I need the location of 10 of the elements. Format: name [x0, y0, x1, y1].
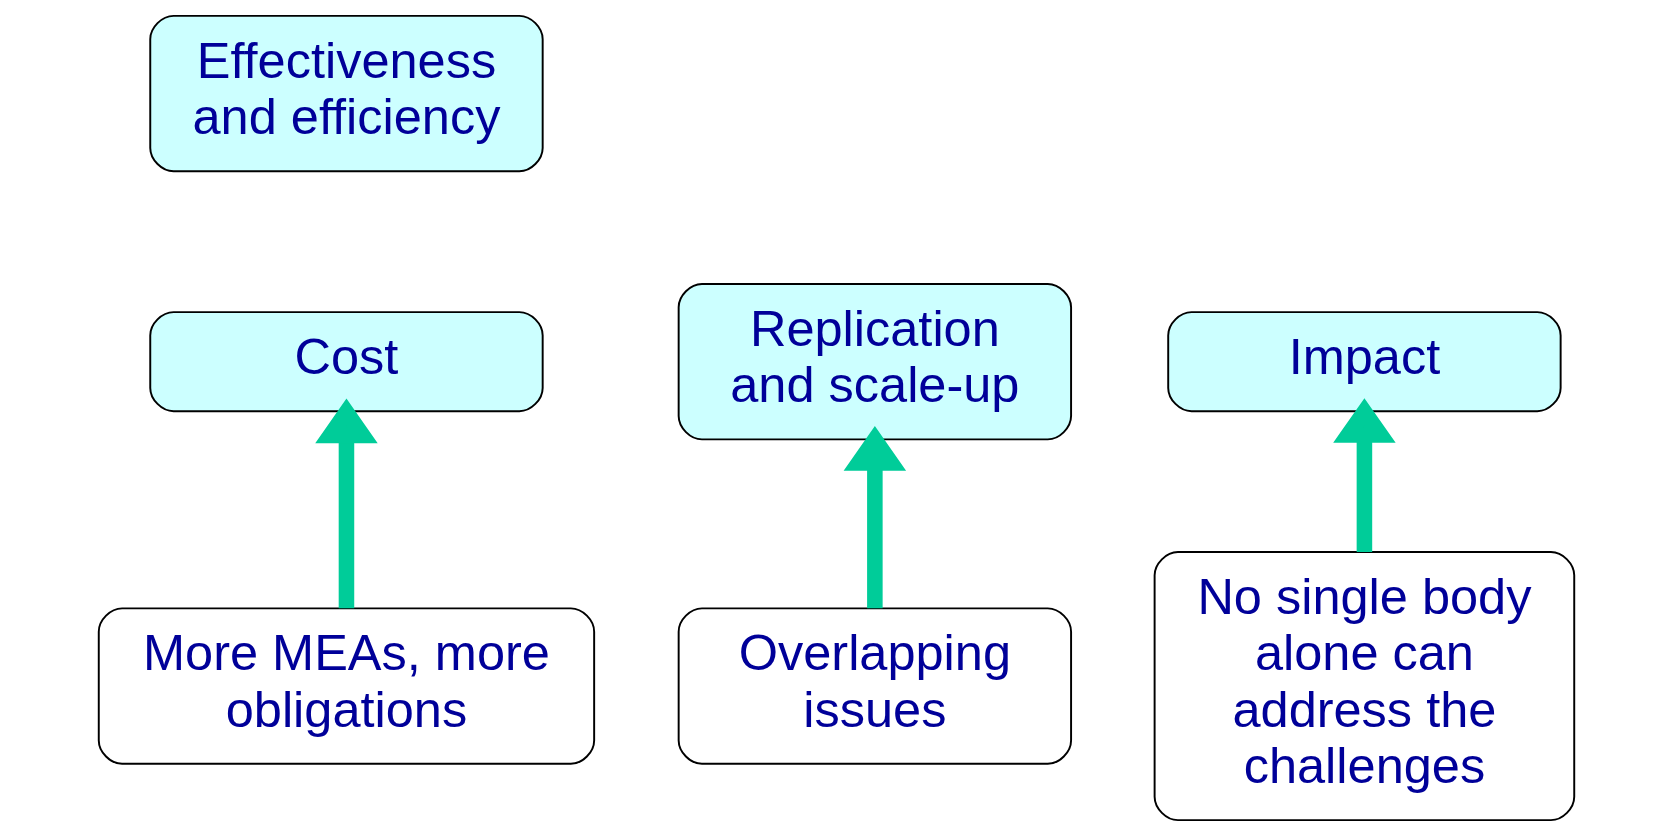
node-box: Impact — [1166, 311, 1562, 413]
arrow — [314, 398, 378, 609]
node-box: More MEAs, more obligations — [97, 607, 595, 765]
node-box: Overlapping issues — [677, 607, 1072, 765]
arrow — [1332, 398, 1396, 552]
node-box: No single body alone can address the challenges — [1153, 551, 1575, 822]
node-box: Cost — [148, 311, 544, 413]
arrow — [843, 426, 906, 609]
node-box: Effectiveness and efficiency — [148, 14, 544, 173]
node-box: Replication and scale-up — [677, 283, 1072, 441]
